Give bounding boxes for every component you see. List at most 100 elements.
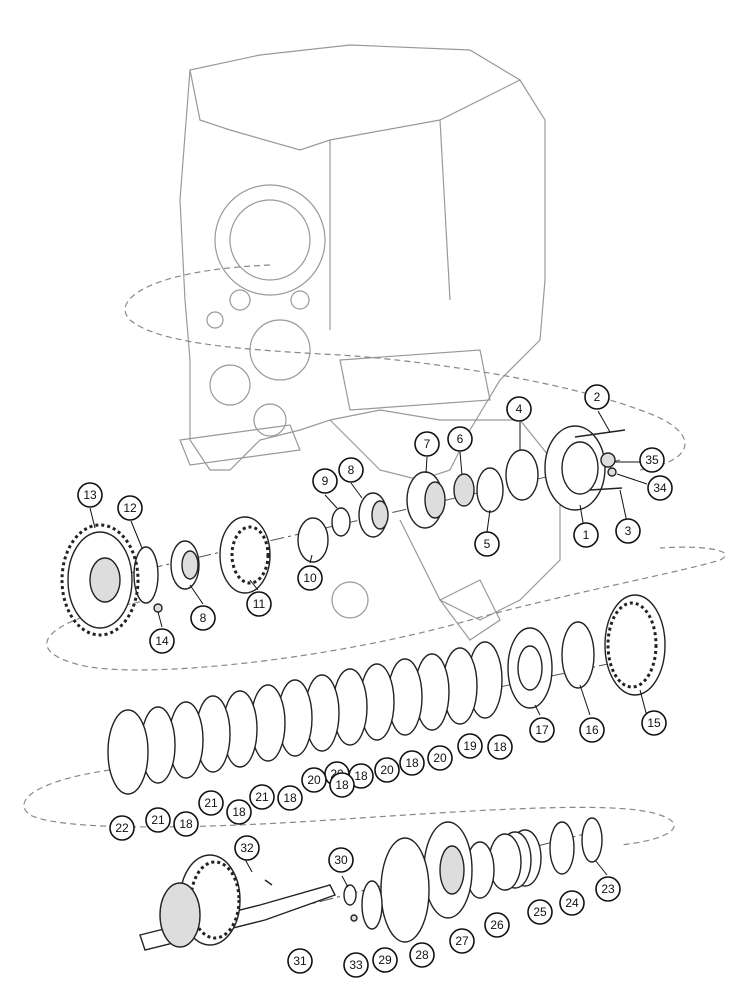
callout-label: 23 [601, 882, 615, 896]
callout-label: 3 [625, 524, 632, 538]
clutch-drum [604, 594, 666, 696]
callout-7: 7 [414, 431, 440, 457]
callout-label: 21 [255, 790, 269, 804]
callout-label: 18 [232, 805, 246, 819]
bearing-cone-lower [170, 540, 200, 590]
callout-3: 3 [615, 518, 641, 544]
bearing-cup [358, 492, 389, 538]
callout-2: 2 [584, 384, 610, 410]
callout-18: 18 [329, 772, 355, 798]
callout-label: 22 [115, 821, 129, 835]
callout-label: 6 [457, 432, 464, 446]
callout-8: 8 [338, 457, 364, 483]
callout-label: 32 [240, 841, 254, 855]
callout-label: 10 [303, 571, 317, 585]
callout-label: 34 [653, 481, 667, 495]
callout-label: 8 [348, 463, 355, 477]
callout-35: 35 [639, 447, 665, 473]
callout-label: 21 [151, 813, 165, 827]
callout-17: 17 [529, 717, 555, 743]
cover-plate [544, 425, 616, 511]
callout-34: 34 [647, 475, 673, 501]
callout-21: 21 [145, 807, 171, 833]
callout-19: 19 [457, 733, 483, 759]
plug-small-parts [153, 467, 617, 922]
callouts: 1 2 3 4 5 6 7 8 8 9 10 11 12 13 14 15 16… [77, 384, 673, 978]
callout-4: 4 [506, 396, 532, 422]
callout-label: 2 [594, 390, 601, 404]
callout-label: 17 [535, 723, 549, 737]
shim [331, 507, 351, 537]
callout-23: 23 [595, 876, 621, 902]
callout-label: 18 [335, 778, 349, 792]
thrust-washer [343, 884, 357, 906]
drum-snap-ring [561, 621, 595, 689]
callout-21: 21 [249, 784, 275, 810]
assembly-path-lines [23, 264, 726, 846]
callout-12: 12 [117, 495, 143, 521]
callout-1: 1 [573, 522, 599, 548]
callout-9: 9 [312, 468, 338, 494]
callout-label: 18 [493, 740, 507, 754]
callout-21: 21 [198, 790, 224, 816]
callout-label: 24 [565, 896, 579, 910]
callout-label: 26 [490, 918, 504, 932]
callout-label: 9 [322, 474, 329, 488]
callout-label: 18 [354, 769, 368, 783]
callout-20: 20 [301, 767, 327, 793]
callout-label: 12 [123, 501, 137, 515]
callout-29: 29 [372, 947, 398, 973]
callout-label: 14 [155, 634, 169, 648]
callout-label: 25 [533, 905, 547, 919]
callout-label: 29 [378, 953, 392, 967]
spacer-sleeve [297, 517, 329, 563]
callout-label: 15 [647, 716, 661, 730]
callout-10: 10 [297, 565, 323, 591]
piston-spring [488, 829, 542, 891]
callout-25: 25 [527, 899, 553, 925]
clutch-disc-stack [107, 641, 503, 795]
callout-label: 31 [293, 954, 307, 968]
callout-20: 20 [427, 745, 453, 771]
callout-20: 20 [374, 757, 400, 783]
callout-label: 5 [484, 537, 491, 551]
callout-label: 7 [424, 437, 431, 451]
bolt [264, 429, 626, 886]
callout-26: 26 [484, 912, 510, 938]
callout-label: 21 [204, 796, 218, 810]
shaft-seal-ring [361, 880, 383, 930]
snap-ring [476, 467, 504, 513]
callout-18: 18 [399, 750, 425, 776]
callout-18: 18 [487, 734, 513, 760]
callout-label: 35 [645, 453, 659, 467]
nut [453, 473, 475, 507]
callout-24: 24 [559, 890, 585, 916]
callout-16: 16 [579, 717, 605, 743]
callout-label: 4 [516, 402, 523, 416]
callout-label: 18 [179, 817, 193, 831]
callout-label: 18 [283, 791, 297, 805]
callout-label: 16 [585, 723, 599, 737]
bearing-cone [406, 471, 446, 529]
end-plate [507, 627, 553, 709]
transmission-housing [179, 44, 561, 641]
callout-18: 18 [277, 785, 303, 811]
callout-label: 33 [349, 958, 363, 972]
retaining-ring [133, 546, 159, 604]
callout-14: 14 [149, 628, 175, 654]
output-shaft [139, 854, 336, 951]
callout-22: 22 [109, 815, 135, 841]
callout-27: 27 [449, 928, 475, 954]
callout-18: 18 [226, 799, 252, 825]
callout-label: 8 [200, 611, 207, 625]
callout-label: 20 [433, 751, 447, 765]
callout-28: 28 [409, 942, 435, 968]
callout-32: 32 [234, 835, 260, 861]
callout-label: 18 [405, 756, 419, 770]
callout-label: 20 [307, 773, 321, 787]
callout-11: 11 [246, 591, 272, 617]
callout-30: 30 [328, 847, 354, 873]
spring-retainer [549, 821, 575, 875]
callout-33: 33 [343, 952, 369, 978]
